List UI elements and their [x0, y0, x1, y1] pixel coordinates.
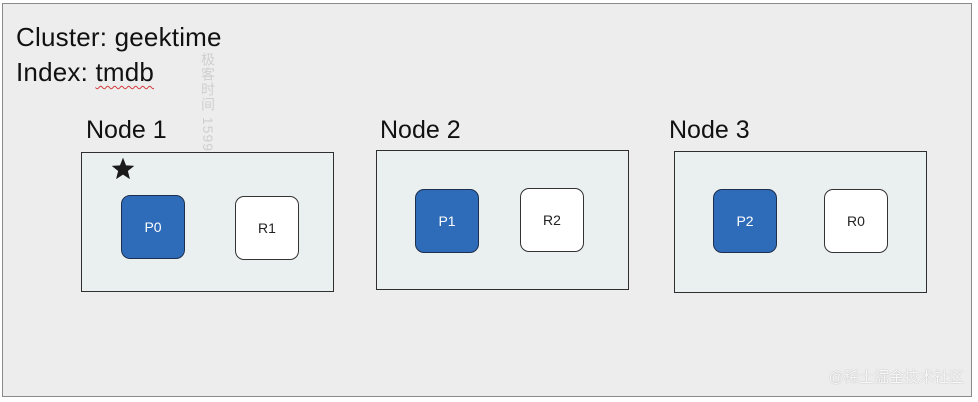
star-icon: [111, 157, 135, 180]
index-name: tmdb: [95, 57, 155, 87]
corner-watermark: @稀土掘金技术社区: [828, 369, 964, 386]
primary-shard-p2: P2: [713, 189, 777, 253]
node-3-label: Node 3: [669, 116, 750, 144]
node-3-box: [674, 151, 927, 293]
index-prefix: Index:: [16, 57, 96, 87]
node-1-label: Node 1: [86, 116, 167, 144]
replica-shard-r0: R0: [824, 189, 888, 253]
node-2-box: [376, 150, 629, 290]
primary-shard-p0: P0: [121, 195, 185, 259]
replica-shard-r2: R2: [520, 188, 584, 252]
primary-shard-p1: P1: [415, 189, 479, 253]
cluster-title: Cluster: geektime: [16, 22, 222, 52]
index-title: Index: tmdb: [16, 57, 154, 88]
node-2-label: Node 2: [380, 116, 461, 144]
replica-shard-r1: R1: [235, 196, 299, 260]
